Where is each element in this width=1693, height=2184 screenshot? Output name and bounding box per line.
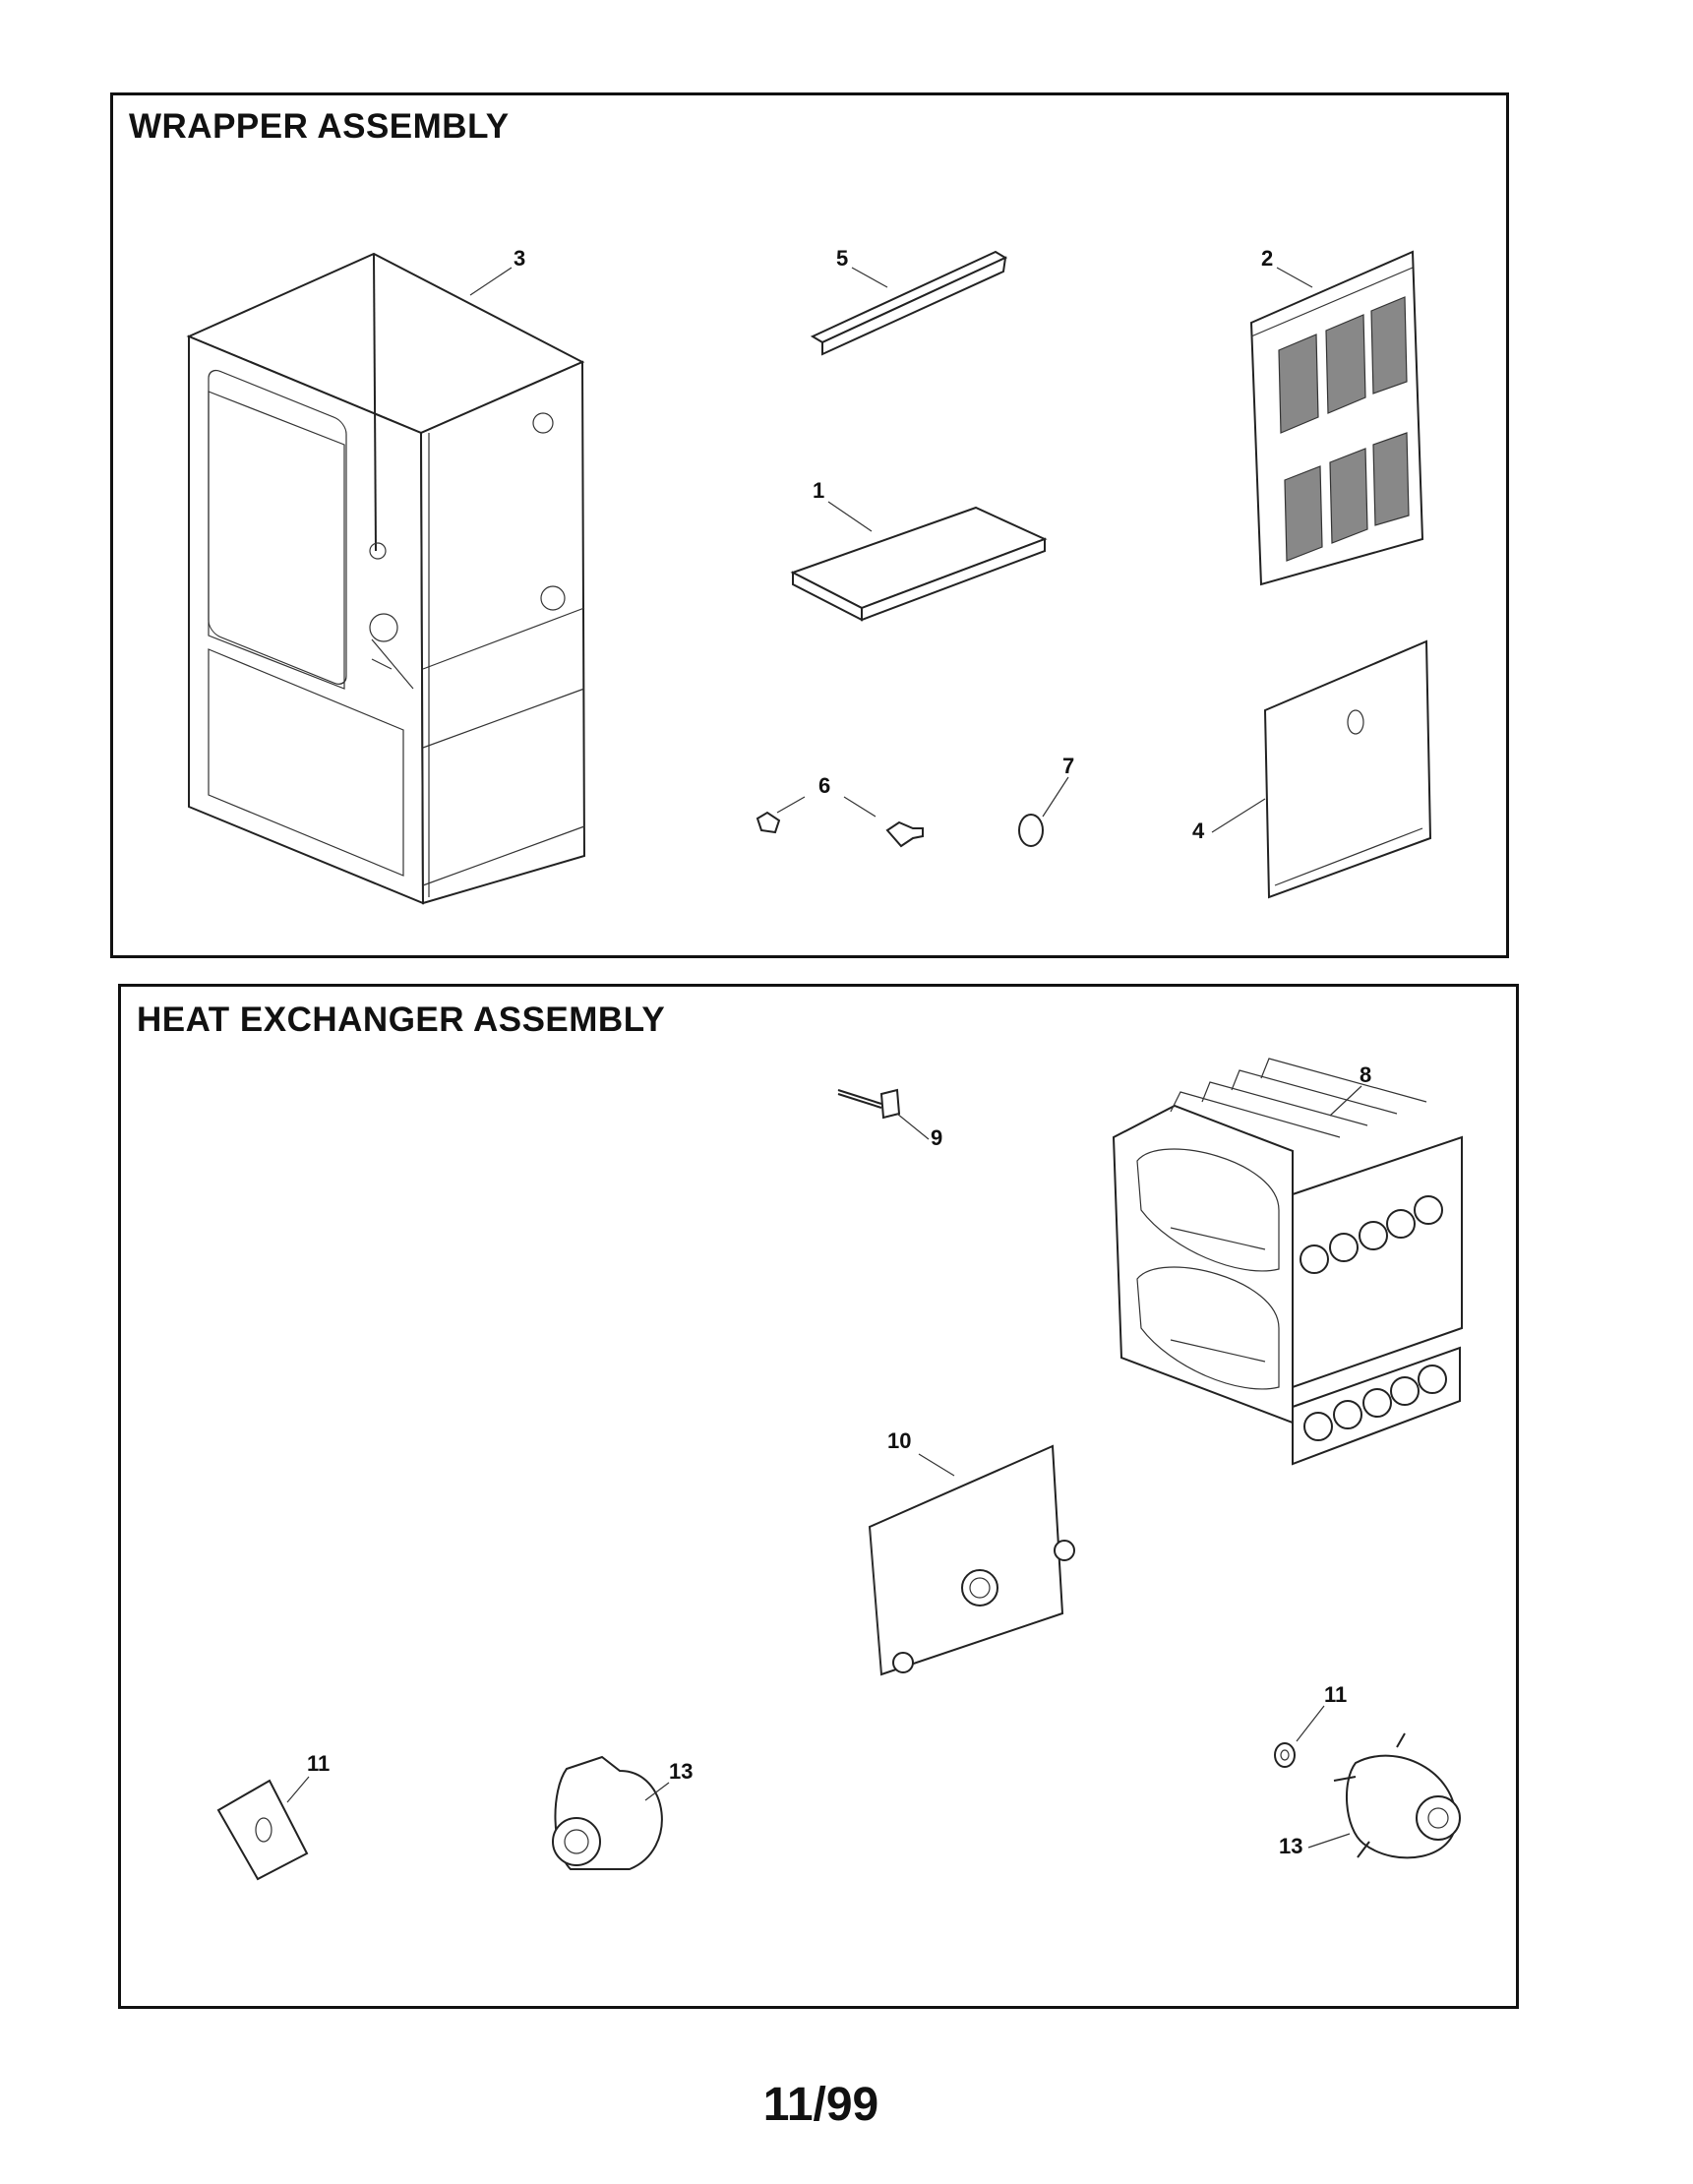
callout-7: 7: [1062, 754, 1074, 778]
gasket-plate-part: [216, 1779, 309, 1881]
callout-13: 13: [669, 1759, 693, 1784]
callout-3: 3: [514, 246, 525, 271]
callout-2: 2: [1261, 246, 1273, 271]
panel-title: WRAPPER ASSEMBLY: [129, 107, 510, 146]
panel-title: HEAT EXCHANGER ASSEMBLY: [137, 1001, 666, 1039]
cabinet-wrapper-part: [186, 252, 586, 905]
callout-4: 4: [1192, 819, 1205, 843]
shelf-part: [790, 506, 1048, 622]
gasket-ring-part: [1274, 1742, 1296, 1768]
bracket-part: [756, 811, 924, 848]
inducer-blower-part: [552, 1755, 663, 1870]
callout-11-right: 11: [1324, 1682, 1347, 1707]
heat-exchanger-part: [1112, 1058, 1463, 1466]
callout-1: 1: [813, 478, 824, 503]
callout-13-right: 13: [1279, 1834, 1302, 1858]
callout-9: 9: [931, 1125, 942, 1150]
plug-part: [1018, 814, 1044, 847]
heat-exchanger-assembly-panel: HEAT EXCHANGER ASSEMBLY: [118, 984, 1519, 2009]
callout-6: 6: [818, 773, 830, 798]
callout-11: 11: [307, 1751, 330, 1776]
callout-10: 10: [887, 1428, 911, 1453]
callout-8: 8: [1360, 1062, 1371, 1087]
callout-5: 5: [836, 246, 848, 271]
access-panel-part: [1263, 639, 1432, 899]
wrapper-assembly-panel: WRAPPER ASSEMBLY: [110, 92, 1509, 958]
rail-part: [810, 250, 1008, 356]
sensor-probe-part: [837, 1088, 901, 1120]
inducer-blower-part-right: [1333, 1732, 1461, 1859]
page-footer-date: 11/99: [762, 2079, 879, 2131]
door-panel-part: [1249, 250, 1424, 586]
collector-box-part: [868, 1444, 1075, 1676]
